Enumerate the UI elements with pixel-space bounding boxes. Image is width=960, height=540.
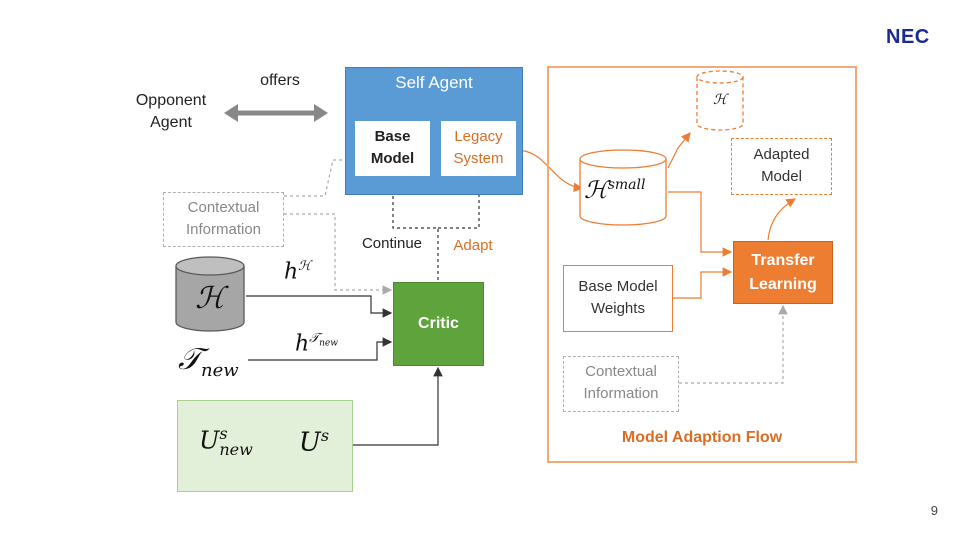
opponent-agent-label: Opponent Agent <box>128 90 214 134</box>
continue-label: Continue <box>361 235 423 252</box>
offers-double-arrow <box>224 104 328 122</box>
base-model-line2: Model <box>370 150 415 167</box>
adapted-model-box: Adapted Model <box>731 138 832 195</box>
page-number: 9 <box>930 503 938 518</box>
h-tnew-label: h𝒯new <box>295 331 338 356</box>
h-history-label: hℋ <box>284 259 311 284</box>
legacy-system-box: Legacy System <box>441 121 516 176</box>
utility-to-critic-arrow <box>353 366 443 446</box>
h-small-base: ℋ <box>584 176 608 204</box>
nec-logo: NEC <box>886 26 930 48</box>
base-model-box: Base Model <box>355 121 430 176</box>
u-new-base: U <box>199 426 220 455</box>
offers-label: offers <box>260 72 300 89</box>
h-tnew-supsub: new <box>319 338 338 349</box>
hsmall-to-transfer-arrow <box>668 191 733 257</box>
continue-arrow <box>388 174 439 280</box>
transfer-learning-box: Transfer Learning <box>733 241 833 304</box>
base-model-weights-box: Base Model Weights <box>563 265 673 332</box>
t-new-label: 𝒯new <box>178 342 239 381</box>
base-model-line1: Base <box>374 128 411 145</box>
u-new-sup: s <box>219 424 228 443</box>
contextual-info-left-line2: Information <box>185 221 262 238</box>
h-history-base: h <box>284 259 299 285</box>
contextual-info-left-box: Contextual Information <box>163 192 284 247</box>
u-base: U <box>298 427 321 458</box>
legacy-system-line2: System <box>453 150 504 167</box>
context-to-critic-line <box>284 213 393 295</box>
history-to-critic-arrow <box>246 295 393 318</box>
h-out-db-shape <box>696 70 744 131</box>
critic-box: Critic <box>393 282 484 366</box>
transfer-line2: Learning <box>749 276 817 293</box>
opponent-line2: Agent <box>150 114 192 131</box>
t-new-sub: new <box>200 360 239 381</box>
contextual-info-flow-box: Contextual Information <box>563 356 679 412</box>
context-to-transfer-line <box>679 304 788 384</box>
history-db-label: ℋ <box>195 281 225 316</box>
transfer-to-adapted-arrow <box>767 198 797 241</box>
model-adaption-flow-frame <box>547 66 857 463</box>
h-small-sup: small <box>607 177 646 193</box>
self-agent-title: Self Agent <box>395 73 473 92</box>
t-new-base: 𝒯 <box>178 342 201 377</box>
adapted-model-line2: Model <box>761 168 802 185</box>
model-adaption-flow-title: Model Adaption Flow <box>621 429 783 446</box>
history-db-shape <box>175 256 245 332</box>
u-sup: s <box>320 426 330 445</box>
adapted-model-line1: Adapted <box>753 146 810 163</box>
self-agent-to-context-line <box>284 159 343 197</box>
weights-to-transfer-arrow <box>673 267 733 299</box>
contextual-info-flow-line1: Contextual <box>585 363 657 380</box>
transfer-line1: Transfer <box>751 252 815 269</box>
u-new-sub: new <box>219 440 253 459</box>
h-tnew-base: h <box>295 331 310 357</box>
legacy-to-hsmall-arrow <box>515 149 584 193</box>
contextual-info-flow-line2: Information <box>583 385 659 402</box>
h-out-label: ℋ <box>713 92 727 108</box>
tnew-to-critic-arrow <box>248 337 393 361</box>
utility-scroll: Us <box>282 426 346 458</box>
adapt-arrow <box>438 174 484 229</box>
legacy-system-line1: Legacy <box>454 128 503 145</box>
adapt-label: Adapt <box>453 237 493 254</box>
utility-panel <box>177 400 353 492</box>
opponent-line1: Opponent <box>135 92 207 109</box>
weights-line2: Weights <box>591 300 645 317</box>
h-small-db-shape <box>579 149 667 226</box>
hsmall-to-hout-arrow <box>667 132 691 169</box>
weights-line1: Base Model <box>578 278 658 295</box>
contextual-info-left-line1: Contextual <box>187 199 260 216</box>
h-history-sup: ℋ <box>298 259 312 274</box>
h-tnew-sup: 𝒯 <box>309 331 320 346</box>
h-small-label: ℋsmall <box>584 176 645 204</box>
